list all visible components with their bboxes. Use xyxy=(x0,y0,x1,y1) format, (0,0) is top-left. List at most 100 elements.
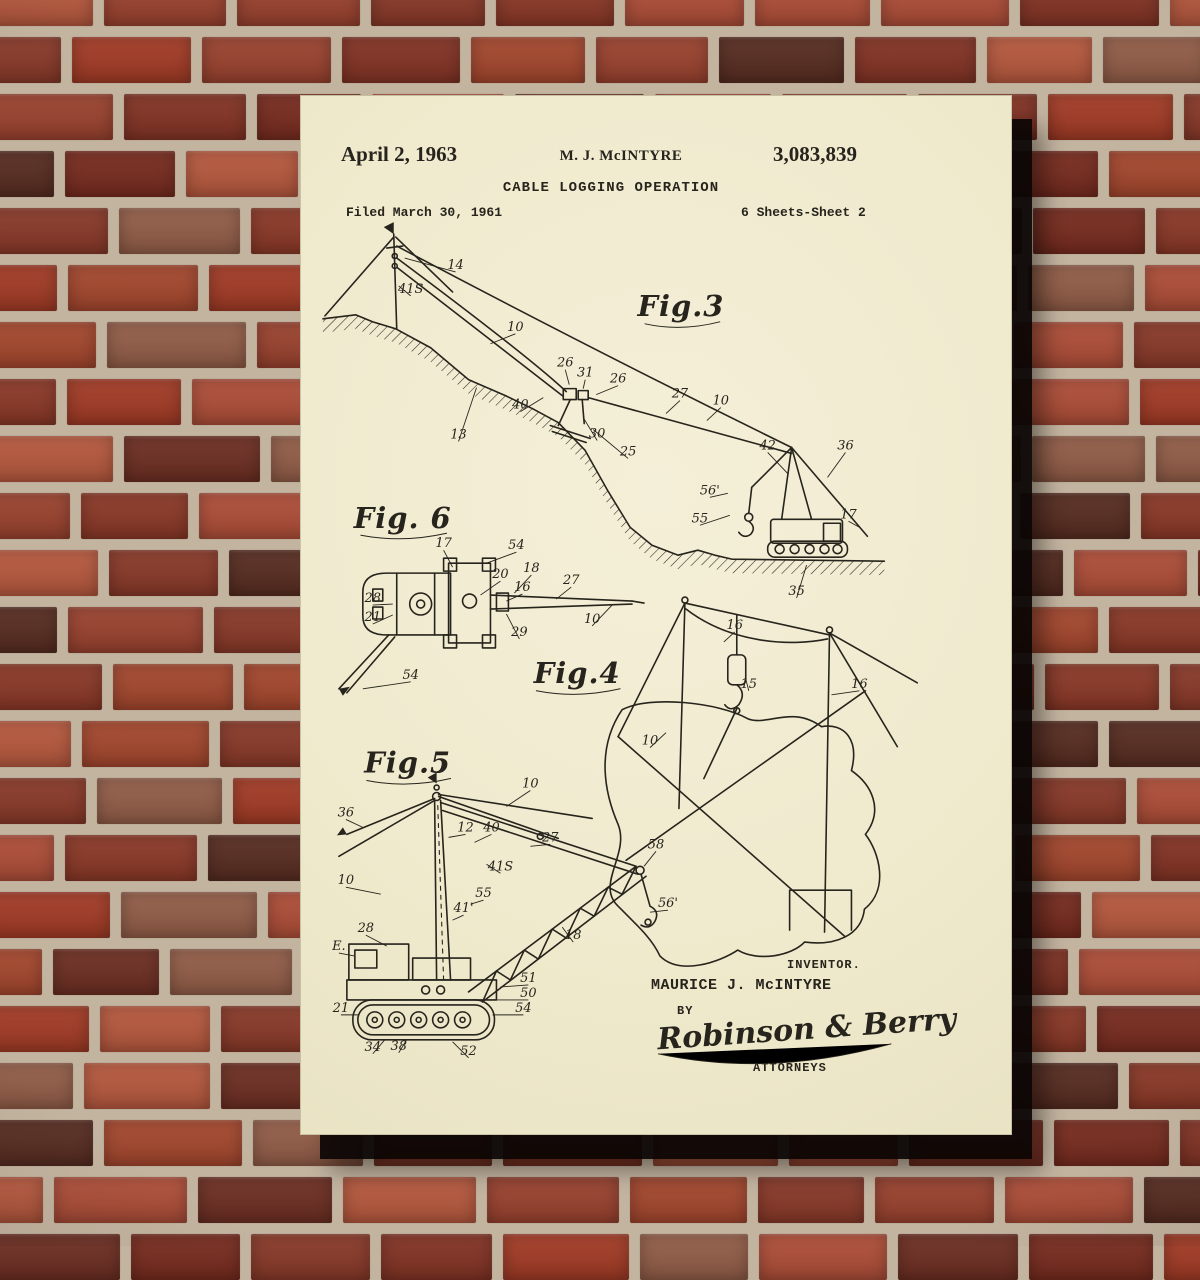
brick xyxy=(186,151,298,197)
leader-line xyxy=(699,514,730,526)
ref-numeral: 27 xyxy=(562,573,580,588)
leader-line xyxy=(506,593,523,602)
brick xyxy=(1156,436,1200,482)
brick xyxy=(0,721,71,767)
leader-line xyxy=(486,551,517,564)
brick xyxy=(875,1177,994,1223)
leader-line xyxy=(372,1039,386,1055)
brick xyxy=(100,1006,210,1052)
brick xyxy=(1092,892,1200,938)
brick xyxy=(1137,778,1200,824)
brick xyxy=(68,265,198,311)
ref-numeral: E. xyxy=(331,939,346,954)
leader-line xyxy=(514,574,532,594)
brick xyxy=(1097,1006,1200,1052)
brick xyxy=(0,379,56,425)
leader-line xyxy=(404,257,456,273)
leader-line xyxy=(345,819,364,828)
brick xyxy=(1033,208,1145,254)
leader-line xyxy=(506,790,531,807)
leader-line xyxy=(506,613,520,640)
brick xyxy=(97,778,222,824)
brick xyxy=(0,0,93,26)
patent-title: CABLE LOGGING OPERATION xyxy=(502,180,720,196)
brick xyxy=(170,949,292,995)
ref-numeral: 40 xyxy=(511,398,528,413)
ref-numeral: 42 xyxy=(758,438,775,453)
brick xyxy=(471,37,585,83)
leader-line xyxy=(767,452,788,474)
ref-numeral: 55 xyxy=(692,511,708,526)
brick xyxy=(1003,379,1129,425)
ref-numeral: 10 xyxy=(584,612,600,627)
brick xyxy=(0,322,96,368)
leader-line xyxy=(365,934,387,947)
brick xyxy=(54,1177,187,1223)
brick xyxy=(1145,265,1200,311)
brick xyxy=(1170,0,1200,26)
brick xyxy=(1020,493,1130,539)
leader-line xyxy=(452,1041,469,1059)
brick xyxy=(625,0,744,26)
ref-numeral: 31 xyxy=(577,366,593,381)
brick xyxy=(72,37,191,83)
brick xyxy=(755,0,870,26)
leader-line xyxy=(338,952,355,957)
brick xyxy=(503,1234,629,1280)
leader-line xyxy=(592,429,629,459)
brick xyxy=(1054,1120,1169,1166)
ref-numeral: 54 xyxy=(515,1001,531,1016)
ref-numeral: 51 xyxy=(520,971,536,986)
brick xyxy=(65,151,175,197)
ref-numeral: 28 xyxy=(364,591,381,606)
patent-filed-date: Filed March 30, 1961 xyxy=(346,205,503,220)
brick xyxy=(1109,607,1200,653)
brick xyxy=(1074,550,1187,596)
ref-numeral: 17 xyxy=(840,507,857,522)
brick xyxy=(371,0,485,26)
ref-numeral: 35 xyxy=(788,584,804,599)
ref-numeral: 55 xyxy=(475,886,491,901)
brick xyxy=(1156,208,1200,254)
brick xyxy=(1141,493,1200,539)
ref-numeral: 10 xyxy=(713,394,729,409)
leader-line xyxy=(372,614,393,625)
ref-numeral: 12 xyxy=(457,820,473,835)
ref-numeral: 17 xyxy=(435,536,452,551)
ref-numeral: 21 xyxy=(364,610,381,625)
leader-line xyxy=(649,909,669,913)
ref-numeral: 30 xyxy=(589,427,605,442)
ref-numeral: 26 xyxy=(609,372,626,387)
brick xyxy=(109,550,218,596)
brick xyxy=(630,1177,747,1223)
leader-line xyxy=(470,899,484,905)
ref-numeral: 27 xyxy=(541,830,559,845)
leader-line xyxy=(745,678,750,691)
ref-numeral: 58 xyxy=(648,837,664,852)
ref-numeral: 56' xyxy=(658,896,678,911)
ref-numeral: 15 xyxy=(740,677,756,692)
signature-flourish xyxy=(657,1043,892,1065)
ref-numeral: 41S xyxy=(487,859,513,874)
brick xyxy=(719,37,844,83)
brick xyxy=(1028,265,1134,311)
ref-numeral: 52 xyxy=(460,1044,476,1059)
brick xyxy=(107,322,246,368)
leader-line xyxy=(595,385,619,396)
brick xyxy=(343,1177,476,1223)
brick xyxy=(67,379,181,425)
brick xyxy=(0,664,102,710)
brick xyxy=(0,208,108,254)
ref-numeral: 16 xyxy=(727,618,743,633)
brick xyxy=(1005,1177,1133,1223)
brick xyxy=(0,151,54,197)
brick xyxy=(1004,778,1126,824)
leader-line xyxy=(480,580,501,596)
ref-numeral: 10 xyxy=(507,320,523,335)
leader-line xyxy=(564,369,570,385)
brick xyxy=(124,436,260,482)
fig6-drawing xyxy=(338,532,645,696)
